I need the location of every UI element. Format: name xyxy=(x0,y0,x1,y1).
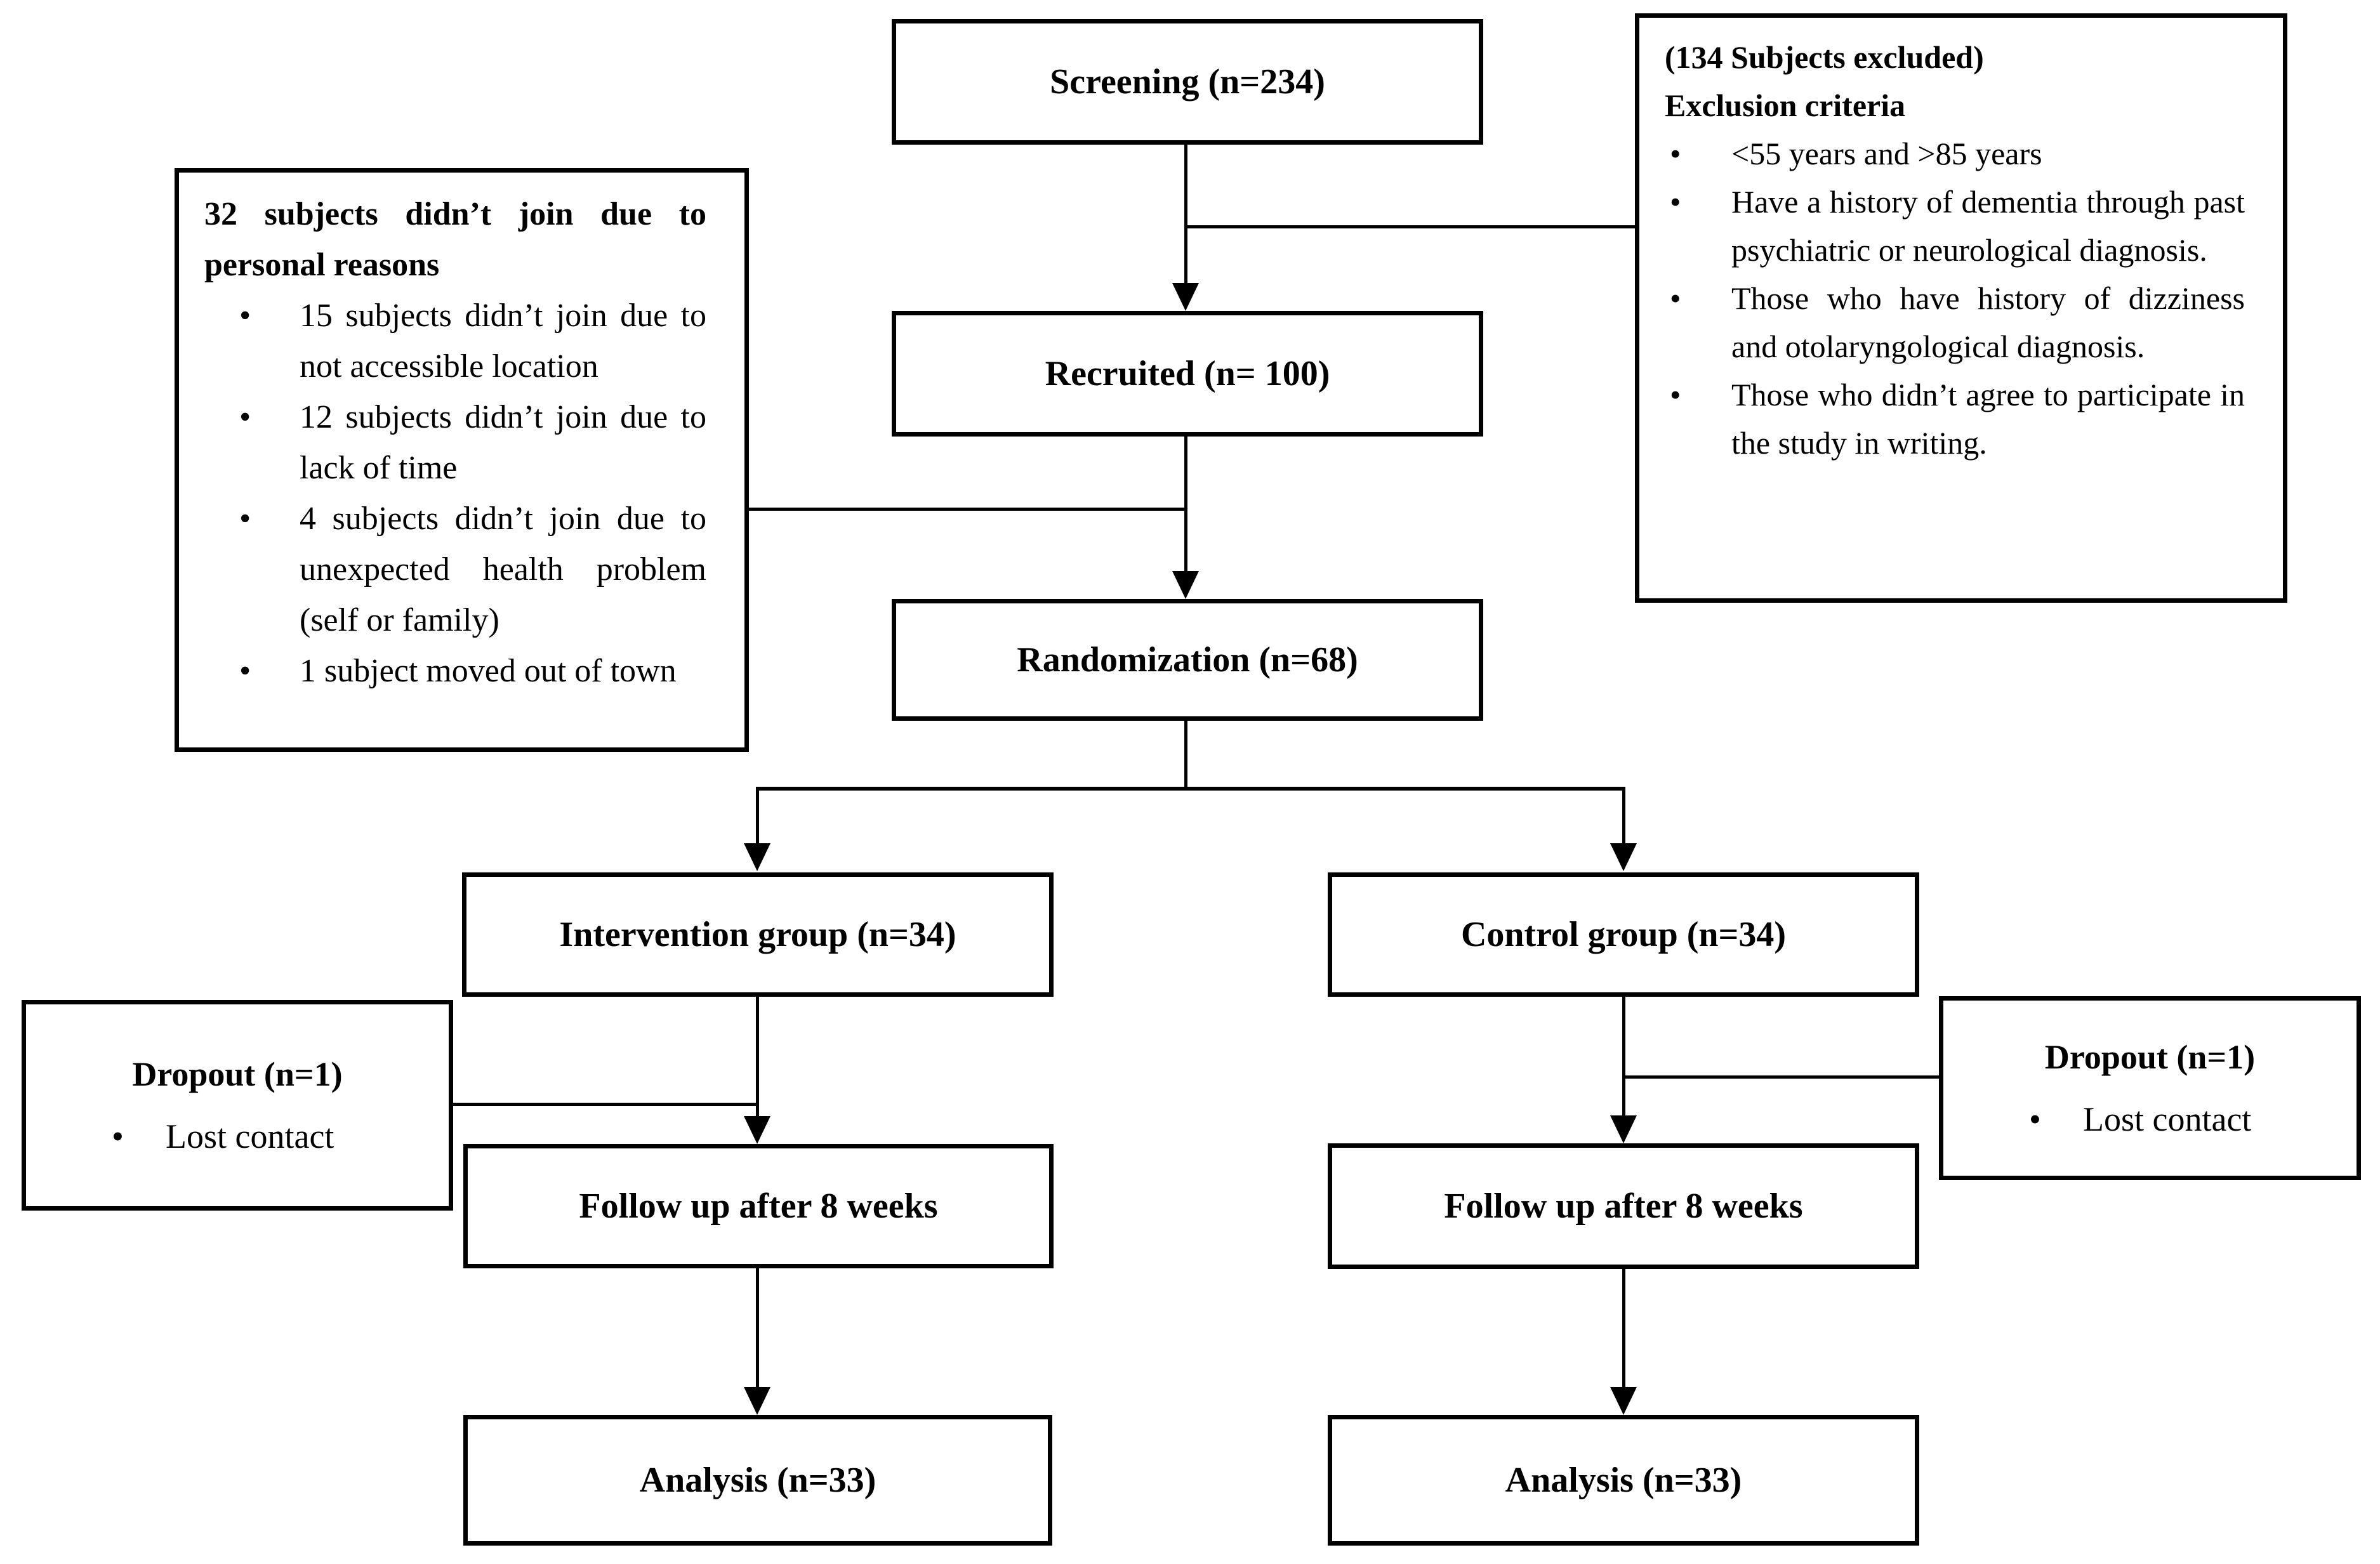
bullet-marker: • xyxy=(239,501,251,537)
reason-item: • 12 subjects didn’t join due to lack of… xyxy=(204,392,706,494)
followup-left-label: Follow up after 8 weeks xyxy=(579,1186,938,1226)
dropout-left-item: • Lost contact xyxy=(26,1110,449,1163)
bullet-marker: • xyxy=(239,298,251,334)
intervention-group-label: Intervention group (n=34) xyxy=(559,915,956,954)
dropout-left-item-text: Lost contact xyxy=(166,1117,334,1155)
exclusion-count-title: (134 Subjects excluded) xyxy=(1665,39,1984,75)
exclusion-item: • Have a history of dementia through pas… xyxy=(1665,178,2245,274)
exclusion-item-text: Those who didn’t agree to participate in… xyxy=(1731,377,2245,461)
connector-followup-analysis-left xyxy=(756,1268,759,1388)
exclusion-item: • Those who have history of dizziness an… xyxy=(1665,274,2245,371)
connector-dropout-left xyxy=(453,1103,758,1106)
exclusion-item-text: <55 years and >85 years xyxy=(1731,136,2042,171)
bullet-marker: • xyxy=(1670,377,1681,412)
bullet-marker: • xyxy=(239,653,251,689)
intervention-group-box: Intervention group (n=34) xyxy=(462,872,1054,997)
bullet-marker: • xyxy=(1670,184,1681,220)
analysis-right-label: Analysis (n=33) xyxy=(1505,1461,1742,1500)
connector-followup-analysis-right xyxy=(1622,1269,1625,1388)
nonjoin-reasons-list: • 15 subjects didn’t join due to not acc… xyxy=(204,291,706,697)
connector-to-exclusion-box xyxy=(1184,225,1635,228)
bullet-marker: • xyxy=(2029,1100,2041,1138)
randomization-box: Randomization (n=68) xyxy=(892,599,1483,721)
exclusion-item: • <55 years and >85 years xyxy=(1665,129,2245,178)
exclusion-item: • Those who didn’t agree to participate … xyxy=(1665,371,2245,467)
recruited-label: Recruited (n= 100) xyxy=(1045,354,1330,393)
exclusion-criteria-subtitle: Exclusion criteria xyxy=(1665,88,1906,123)
connector-from-reasons-box xyxy=(749,508,1187,511)
bullet-marker: • xyxy=(1670,280,1681,316)
exclusion-item-text: Those who have history of dizziness and … xyxy=(1731,280,2245,364)
analysis-left-label: Analysis (n=33) xyxy=(639,1461,876,1500)
reason-item-text: 12 subjects didn’t join due to lack of t… xyxy=(300,399,706,486)
connector-randomization-branch xyxy=(1184,721,1187,791)
followup-right-box: Follow up after 8 weeks xyxy=(1328,1143,1919,1269)
connector-dropout-right xyxy=(1623,1075,1939,1079)
screening-box: Screening (n=234) xyxy=(892,19,1483,145)
reason-item-text: 15 subjects didn’t join due to not acces… xyxy=(300,298,706,384)
bullet-marker: • xyxy=(1670,136,1681,171)
connector-screening-recruited xyxy=(1184,145,1187,286)
arrowhead-into-intervention xyxy=(744,843,770,871)
dropout-left-box: Dropout (n=1) • Lost contact xyxy=(22,1000,453,1211)
arrowhead-into-randomization xyxy=(1172,571,1199,599)
arrowhead-into-analysis-right xyxy=(1610,1387,1637,1415)
nonjoin-reasons-box: 32 subjects didn’t join due to personal … xyxy=(175,168,749,752)
arrowhead-into-recruited xyxy=(1172,283,1199,311)
exclusion-criteria-list: • <55 years and >85 years • Have a histo… xyxy=(1665,129,2245,467)
control-group-box: Control group (n=34) xyxy=(1328,872,1919,997)
connector-recruited-randomization xyxy=(1184,437,1187,572)
reason-item: • 1 subject moved out of town xyxy=(204,646,706,697)
reason-item: • 15 subjects didn’t join due to not acc… xyxy=(204,291,706,392)
dropout-right-item: • Lost contact xyxy=(1943,1093,2357,1146)
dropout-right-title: Dropout (n=1) xyxy=(2044,1038,2256,1076)
branch-split-line xyxy=(756,787,1625,791)
arrowhead-into-control xyxy=(1610,843,1637,871)
connector-control-followup xyxy=(1622,997,1625,1117)
exclusion-criteria-box: (134 Subjects excluded) Exclusion criter… xyxy=(1635,13,2287,603)
dropout-left-title: Dropout (n=1) xyxy=(132,1055,343,1093)
dropout-right-item-text: Lost contact xyxy=(2083,1100,2252,1138)
analysis-left-box: Analysis (n=33) xyxy=(463,1415,1052,1546)
nonjoin-reasons-title: 32 subjects didn’t join due to personal … xyxy=(204,196,706,283)
screening-label: Screening (n=234) xyxy=(1050,62,1325,102)
arrowhead-into-analysis-left xyxy=(744,1387,770,1415)
recruited-box: Recruited (n= 100) xyxy=(892,311,1483,437)
analysis-right-box: Analysis (n=33) xyxy=(1328,1415,1919,1546)
connector-intervention-followup xyxy=(756,997,759,1117)
control-group-label: Control group (n=34) xyxy=(1460,915,1787,954)
followup-right-label: Follow up after 8 weeks xyxy=(1444,1186,1803,1226)
exclusion-item-text: Have a history of dementia through past … xyxy=(1731,184,2245,268)
followup-left-box: Follow up after 8 weeks xyxy=(463,1144,1054,1268)
reason-item-text: 4 subjects didn’t join due to unexpected… xyxy=(300,501,706,638)
bullet-marker: • xyxy=(239,399,251,435)
arrowhead-into-followup-left xyxy=(744,1116,770,1144)
reason-item: • 4 subjects didn’t join due to unexpect… xyxy=(204,494,706,646)
randomization-label: Randomization (n=68) xyxy=(1017,640,1358,680)
bullet-marker: • xyxy=(112,1117,124,1155)
reason-item-text: 1 subject moved out of town xyxy=(300,653,677,689)
connector-branch-control xyxy=(1622,787,1625,845)
dropout-right-box: Dropout (n=1) • Lost contact xyxy=(1939,996,2361,1180)
connector-branch-intervention xyxy=(756,787,759,845)
arrowhead-into-followup-right xyxy=(1610,1115,1637,1143)
